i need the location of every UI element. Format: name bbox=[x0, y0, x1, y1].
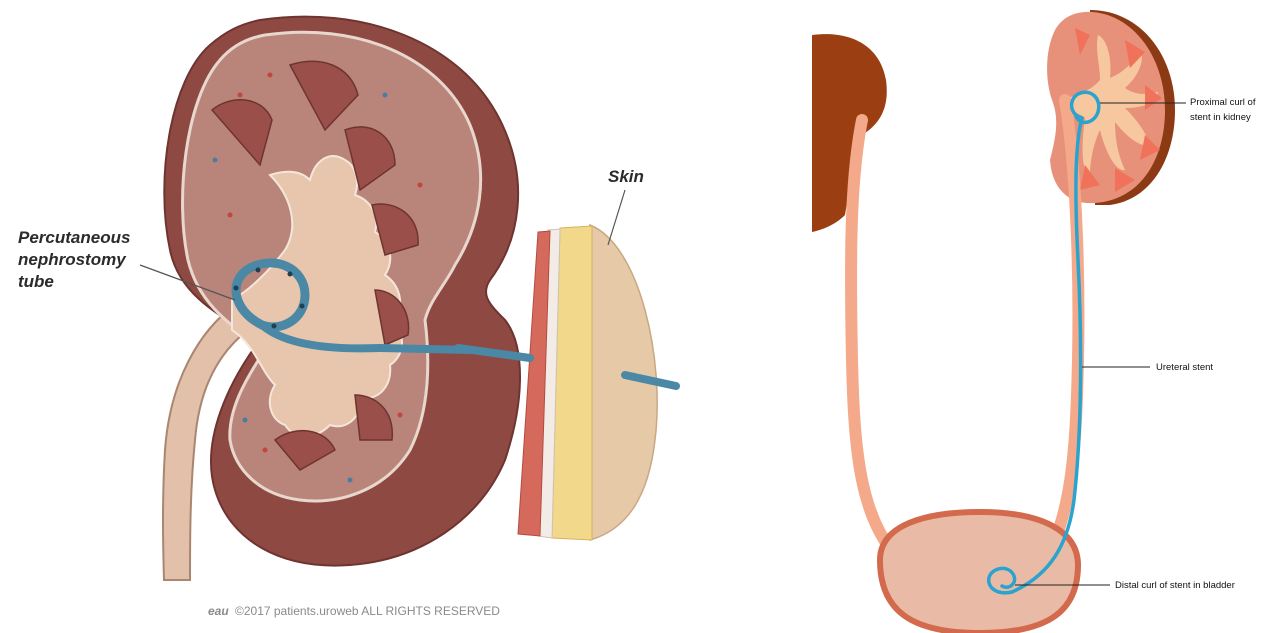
ureteral-stent-illustration: Proximal curl of stent in kidney Uretera… bbox=[812, 10, 1256, 633]
proximal-curl-label-line1: Proximal curl of bbox=[1190, 97, 1256, 108]
skin-leader-line bbox=[608, 190, 625, 245]
skin-layers bbox=[518, 225, 657, 540]
ureteral-stent-label: Ureteral stent bbox=[1156, 362, 1213, 373]
eau-logo: eau bbox=[208, 604, 229, 618]
copyright-text: ©2017 patients.uroweb ALL RIGHTS RESERVE… bbox=[235, 604, 500, 618]
tube-label-line3: tube bbox=[18, 272, 54, 291]
proximal-curl-label-line2: stent in kidney bbox=[1190, 112, 1251, 123]
tube-label-line1: Percutaneous bbox=[18, 228, 130, 247]
tube-label-line2: nephrostomy bbox=[18, 250, 127, 269]
nephrostomy-illustration: Skin Percutaneous nephrostomy tube eau ©… bbox=[18, 17, 676, 618]
bladder bbox=[880, 512, 1078, 633]
distal-curl-label: Distal curl of stent in bladder bbox=[1115, 580, 1235, 591]
skin-label: Skin bbox=[608, 167, 644, 186]
